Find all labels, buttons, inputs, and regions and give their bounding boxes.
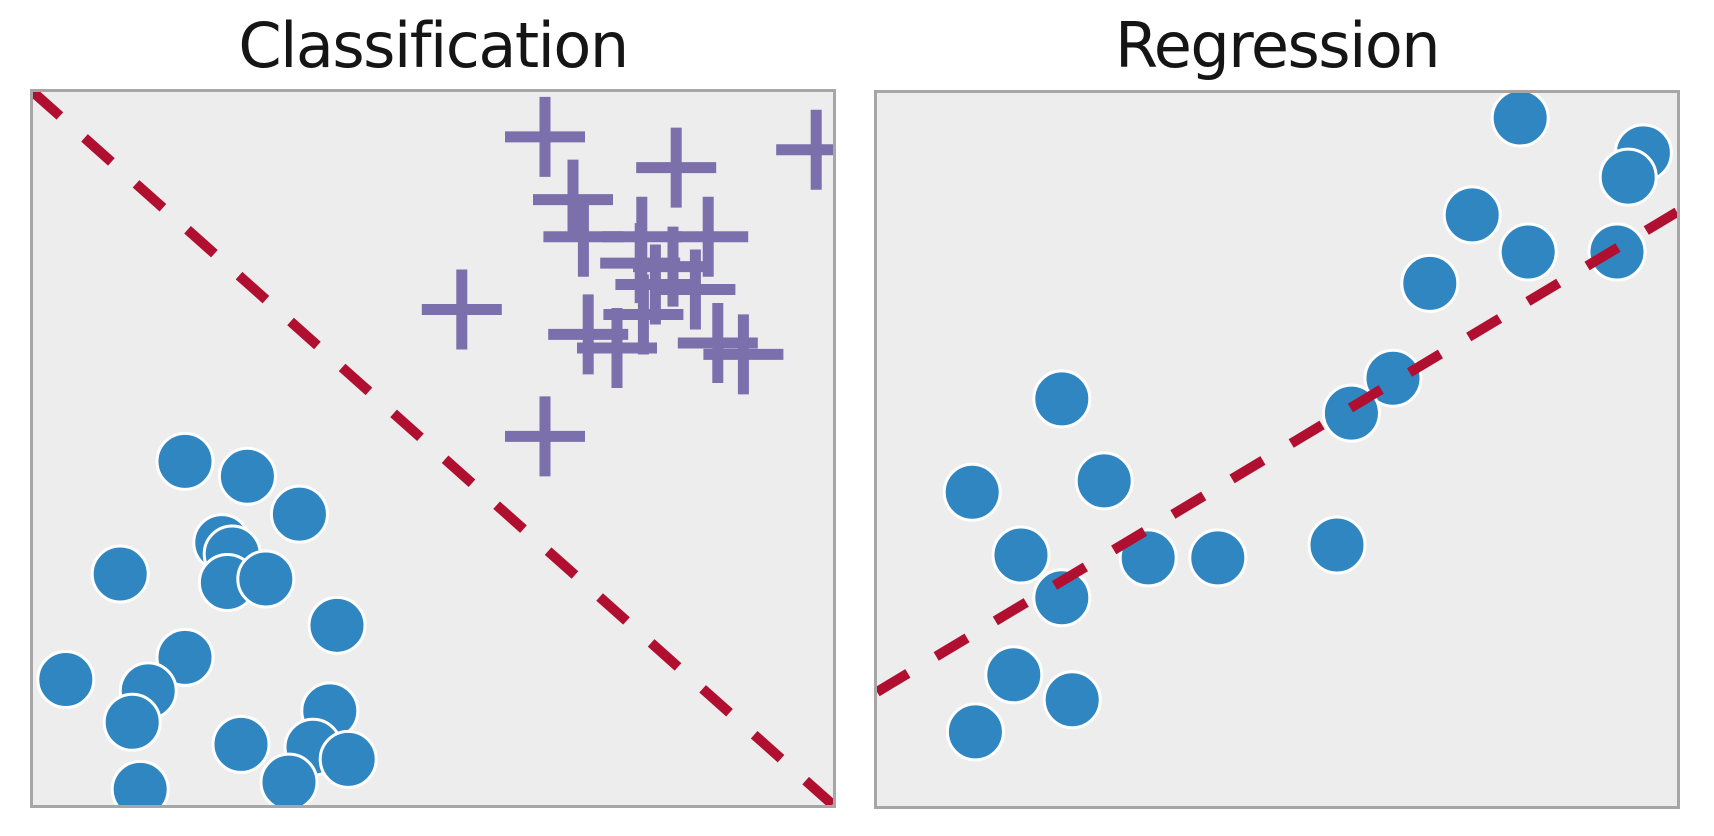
- class-A-circle-marker: [90, 544, 150, 604]
- regression-title: Regression: [1114, 9, 1441, 82]
- data-circle-marker: [1074, 451, 1134, 511]
- data-circle-marker: [1400, 253, 1460, 313]
- class-A-circle-marker: [307, 595, 367, 655]
- classification-scatter-svg: [33, 92, 833, 805]
- class-A-circle-marker: [217, 446, 277, 506]
- classification-title: Classification: [238, 9, 629, 82]
- data-circle-marker: [942, 462, 1002, 522]
- class-B-pluss-marker: [655, 249, 736, 330]
- data-circle-marker: [1188, 528, 1248, 588]
- data-circle-marker: [945, 702, 1005, 762]
- data-circle-marker: [1307, 515, 1367, 575]
- data-circle-marker: [1042, 670, 1102, 730]
- data-circle-marker: [1442, 185, 1502, 245]
- class-B-pluss-marker: [636, 127, 717, 208]
- class-A-circle-marker: [155, 431, 215, 491]
- class-B-pluss-marker: [776, 109, 833, 190]
- regression-plot-panel: [874, 90, 1680, 809]
- data-circle-marker: [1118, 528, 1178, 588]
- class-A-circle-marker: [155, 627, 215, 687]
- class-A-circle-marker: [259, 752, 319, 805]
- data-circle-marker: [1490, 93, 1550, 148]
- class-A-circle-marker: [36, 650, 96, 710]
- data-circle-marker: [1498, 222, 1558, 282]
- class-A-circle-marker: [269, 484, 329, 544]
- data-circle-marker: [984, 645, 1044, 705]
- data-circle-marker: [1032, 369, 1092, 429]
- class-B-pluss-marker: [577, 307, 657, 388]
- class-B-pluss-marker: [505, 96, 585, 177]
- data-circle-marker: [991, 525, 1051, 585]
- class-B-pluss-marker: [533, 159, 613, 240]
- class-A-circle-marker: [102, 692, 162, 752]
- class-A-circle-marker: [211, 714, 271, 774]
- class-B-pluss-marker: [505, 396, 585, 477]
- class-B-pluss-marker: [421, 269, 502, 350]
- class-A-circle-marker: [110, 759, 170, 805]
- fit-line-line: [877, 207, 1677, 697]
- data-circle-marker: [1032, 568, 1092, 628]
- class-A-circle-marker: [236, 549, 296, 609]
- class-B-pluss-marker: [703, 314, 784, 395]
- classification-plot-panel: [30, 89, 836, 808]
- class-A-circle-marker: [318, 729, 378, 789]
- data-circle-marker: [1598, 147, 1658, 207]
- regression-scatter-svg: [877, 93, 1677, 762]
